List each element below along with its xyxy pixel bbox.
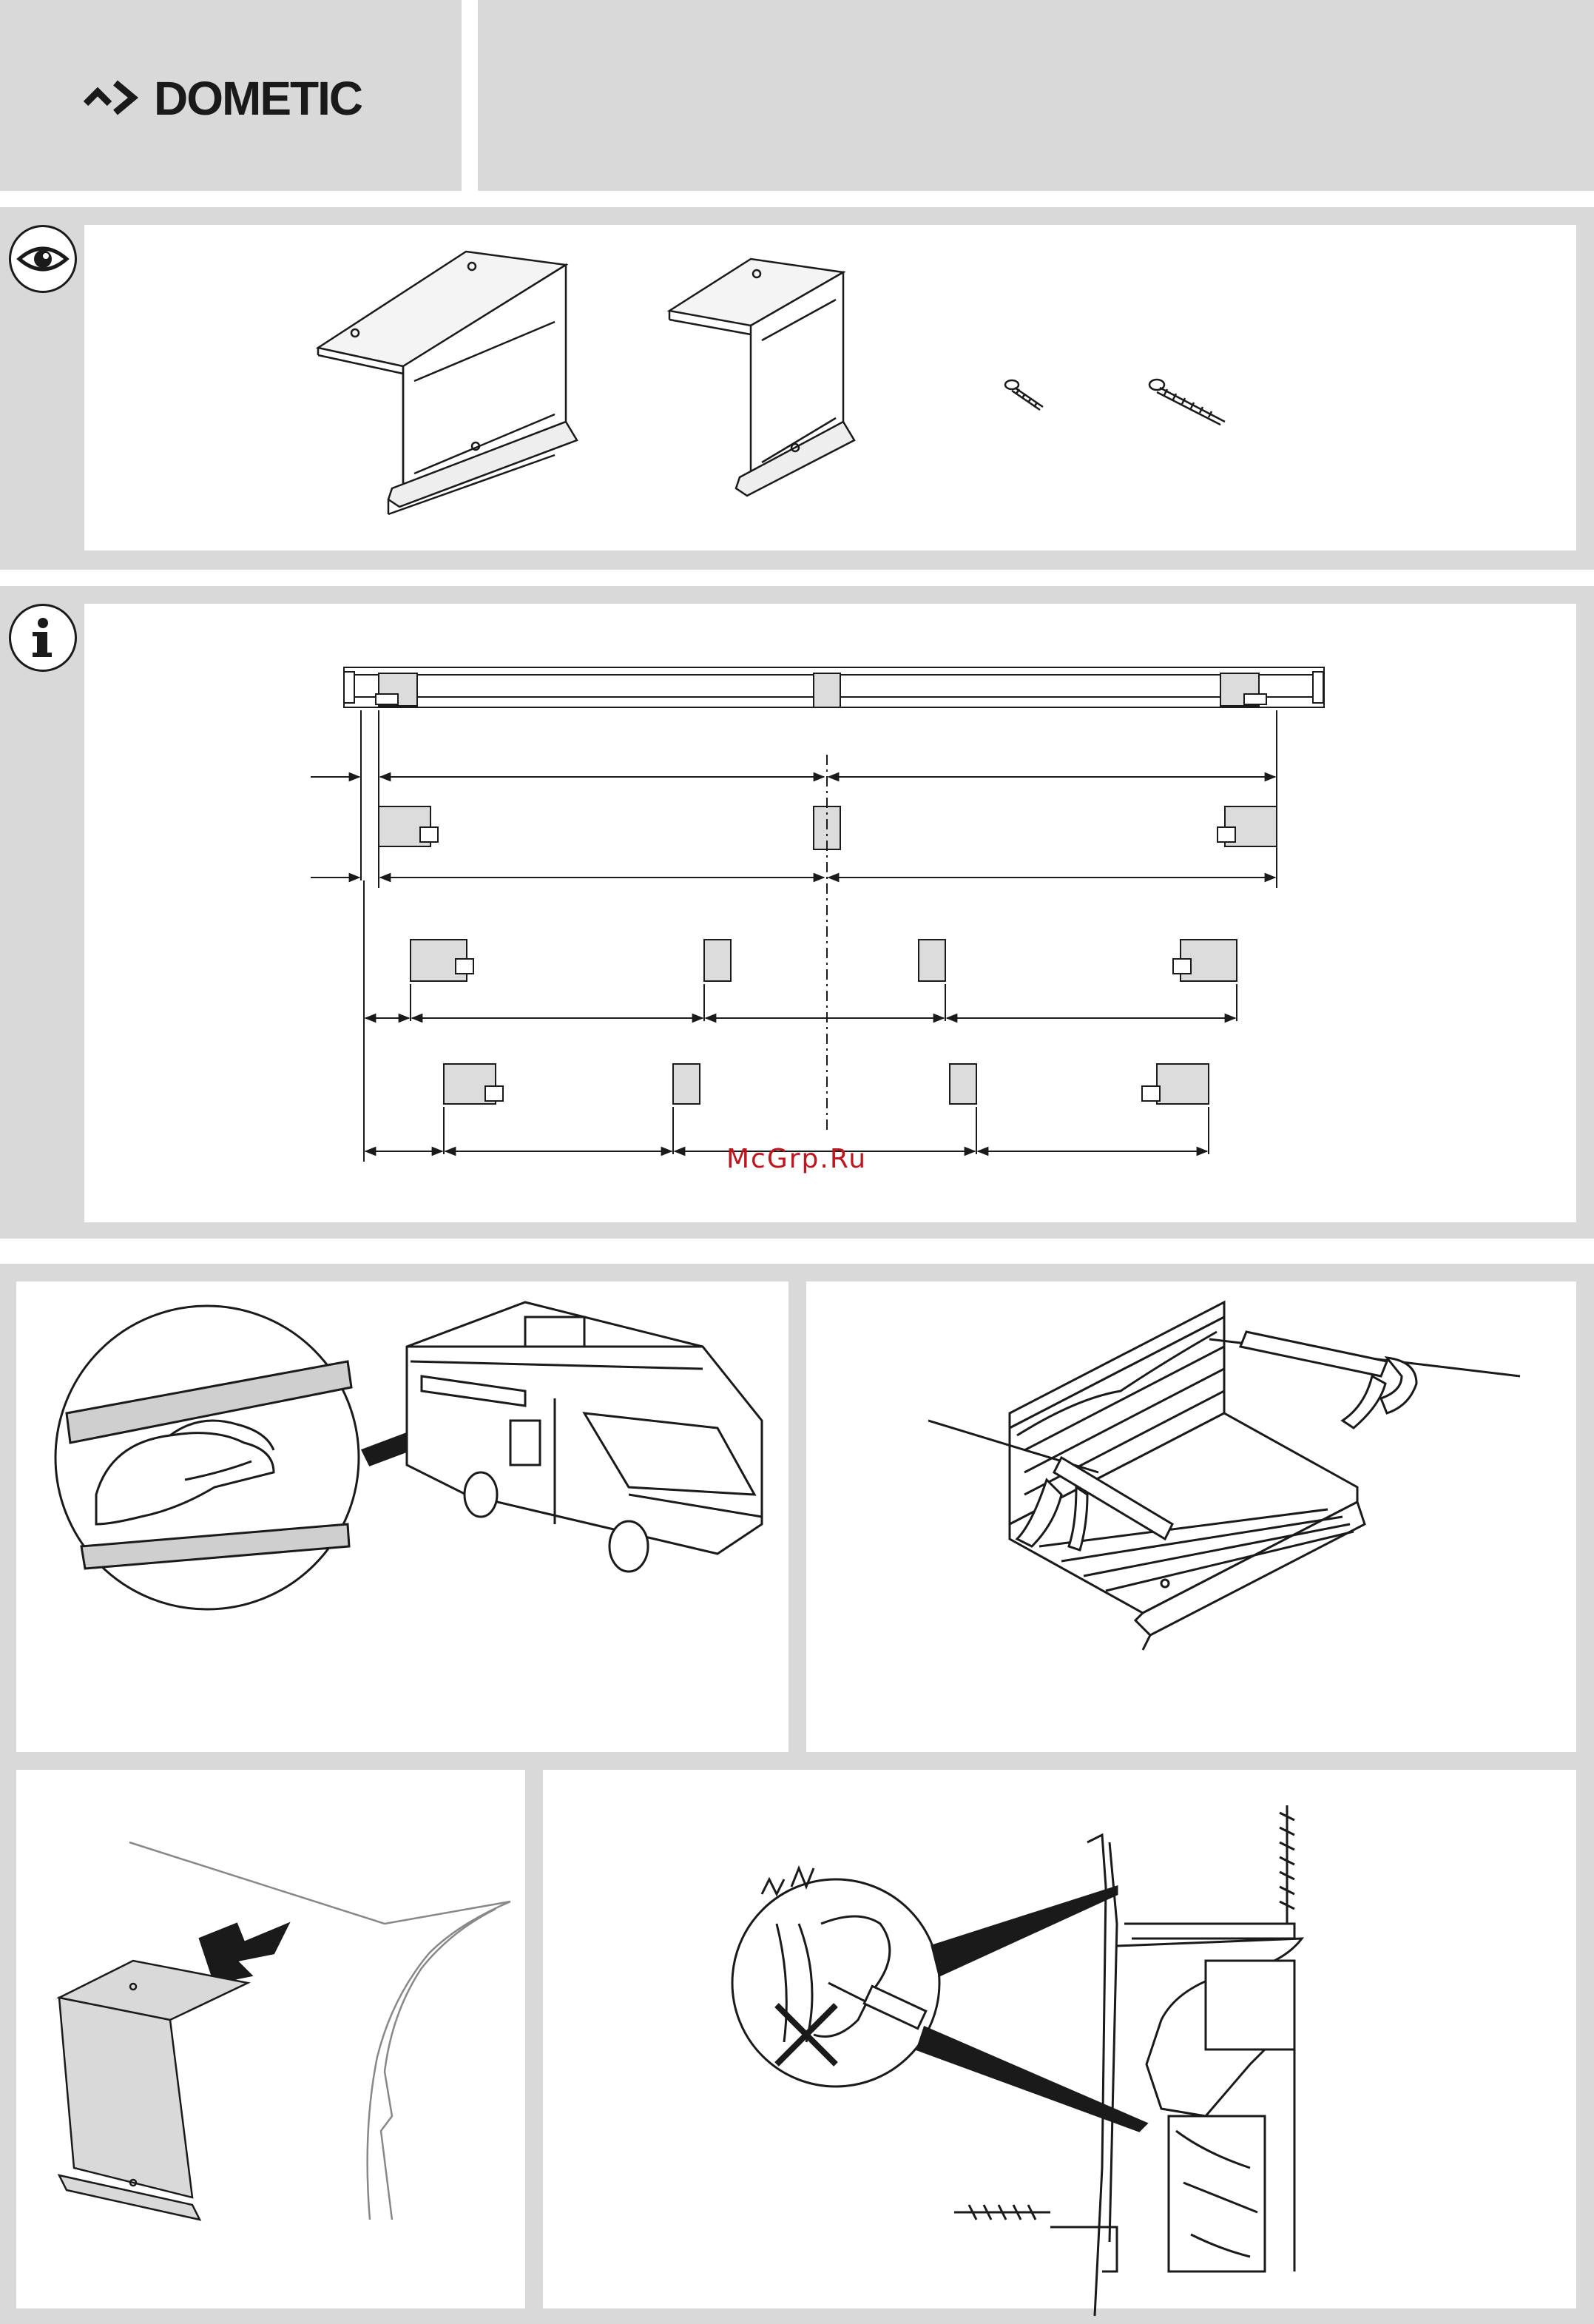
- position-bracket-illustration: [44, 1835, 525, 2294]
- short-screw-illustration: [1004, 377, 1049, 414]
- large-bracket-illustration: [311, 252, 577, 525]
- watermark-text: McGrp.Ru: [726, 1144, 867, 1174]
- drill-warning-illustration: [732, 1798, 1398, 2308]
- dometic-chevron-logo: [83, 77, 154, 118]
- header-title-panel: [478, 0, 1594, 191]
- brand-name: DOMETIC: [154, 71, 362, 126]
- small-bracket-illustration: [662, 259, 862, 503]
- clean-surface-illustration: [52, 1302, 777, 1613]
- long-screw-illustration: [1148, 376, 1229, 428]
- eye-icon: [9, 225, 77, 293]
- bracket-spacing-diagram: [311, 659, 1331, 1169]
- info-icon: [9, 604, 77, 672]
- sealant-gun-illustration: [928, 1302, 1520, 1657]
